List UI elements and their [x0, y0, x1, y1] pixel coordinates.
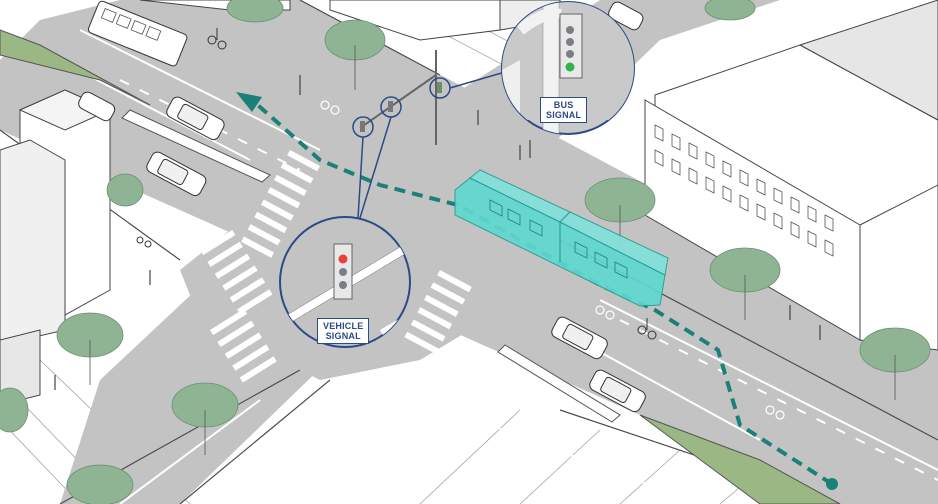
bus-signal-light-1 — [566, 26, 574, 34]
cyclist-icon — [136, 236, 152, 248]
bike-icon — [595, 305, 615, 320]
bus-background — [87, 0, 188, 67]
tree-icon — [226, 0, 284, 23]
median-grass-lower — [639, 414, 841, 504]
cars — [78, 1, 646, 413]
bus-path-line — [250, 98, 834, 486]
tree-icon — [859, 327, 931, 400]
car-icon — [78, 91, 116, 122]
vehicle-signal-light-3 — [339, 281, 347, 289]
car-icon — [146, 151, 207, 196]
tree-icon — [106, 173, 144, 207]
median-upper — [121, 109, 271, 183]
tree-icon — [66, 464, 134, 504]
building-right-back — [798, 0, 938, 121]
car-icon — [608, 1, 644, 31]
signal-marker-glyphs — [360, 82, 442, 132]
bike-icon — [320, 100, 340, 115]
building-right-corner — [859, 184, 938, 351]
callout-connectors — [357, 71, 506, 219]
vehicle-signal-label-line1: VEHICLE — [323, 321, 364, 331]
median-grass-upper — [0, 29, 151, 106]
vehicle-signal-light-red — [338, 254, 348, 264]
bike-icon — [435, 415, 455, 430]
bus-signal-head — [559, 13, 583, 79]
cyclists — [136, 28, 657, 340]
median-lower — [497, 344, 621, 423]
bike-icon — [765, 405, 785, 420]
vehicle-signal-light-2 — [339, 268, 347, 276]
car-icon — [589, 369, 646, 413]
vehicle-signal-head — [333, 243, 353, 300]
car-icon — [551, 316, 608, 360]
bus-signal-light-2 — [566, 38, 574, 46]
bus-signal-label: BUS SIGNAL — [540, 97, 588, 123]
cyclist-icon — [207, 28, 227, 50]
pedestrians — [54, 75, 821, 390]
bus-signal-label-line2: SIGNAL — [546, 110, 582, 120]
bus-signal-label-line1: BUS — [553, 100, 574, 110]
car-icon — [166, 96, 225, 141]
cyclist-icon — [637, 318, 657, 340]
tree-icon — [171, 382, 239, 455]
vehicle-signal-callout — [279, 216, 411, 348]
bus-path-start-dot — [826, 478, 838, 490]
articulated-bus — [454, 169, 669, 307]
building-left — [0, 89, 112, 406]
tree-icon — [324, 19, 386, 90]
bike-lane-symbols — [320, 100, 785, 430]
tree-icon — [704, 0, 756, 21]
vehicle-signal-label-line2: SIGNAL — [325, 331, 361, 341]
vehicle-signal-label: VEHICLE SIGNAL — [317, 318, 370, 344]
tree-icon — [0, 387, 29, 433]
tree-icon — [709, 247, 781, 320]
tree-icon — [56, 312, 124, 385]
crosswalks — [200, 150, 472, 383]
bus-path-arrow-icon — [236, 92, 262, 112]
bus-signal-light-green — [565, 62, 575, 72]
lane-dashes — [119, 79, 938, 481]
bus-signal-light-3 — [566, 50, 574, 58]
